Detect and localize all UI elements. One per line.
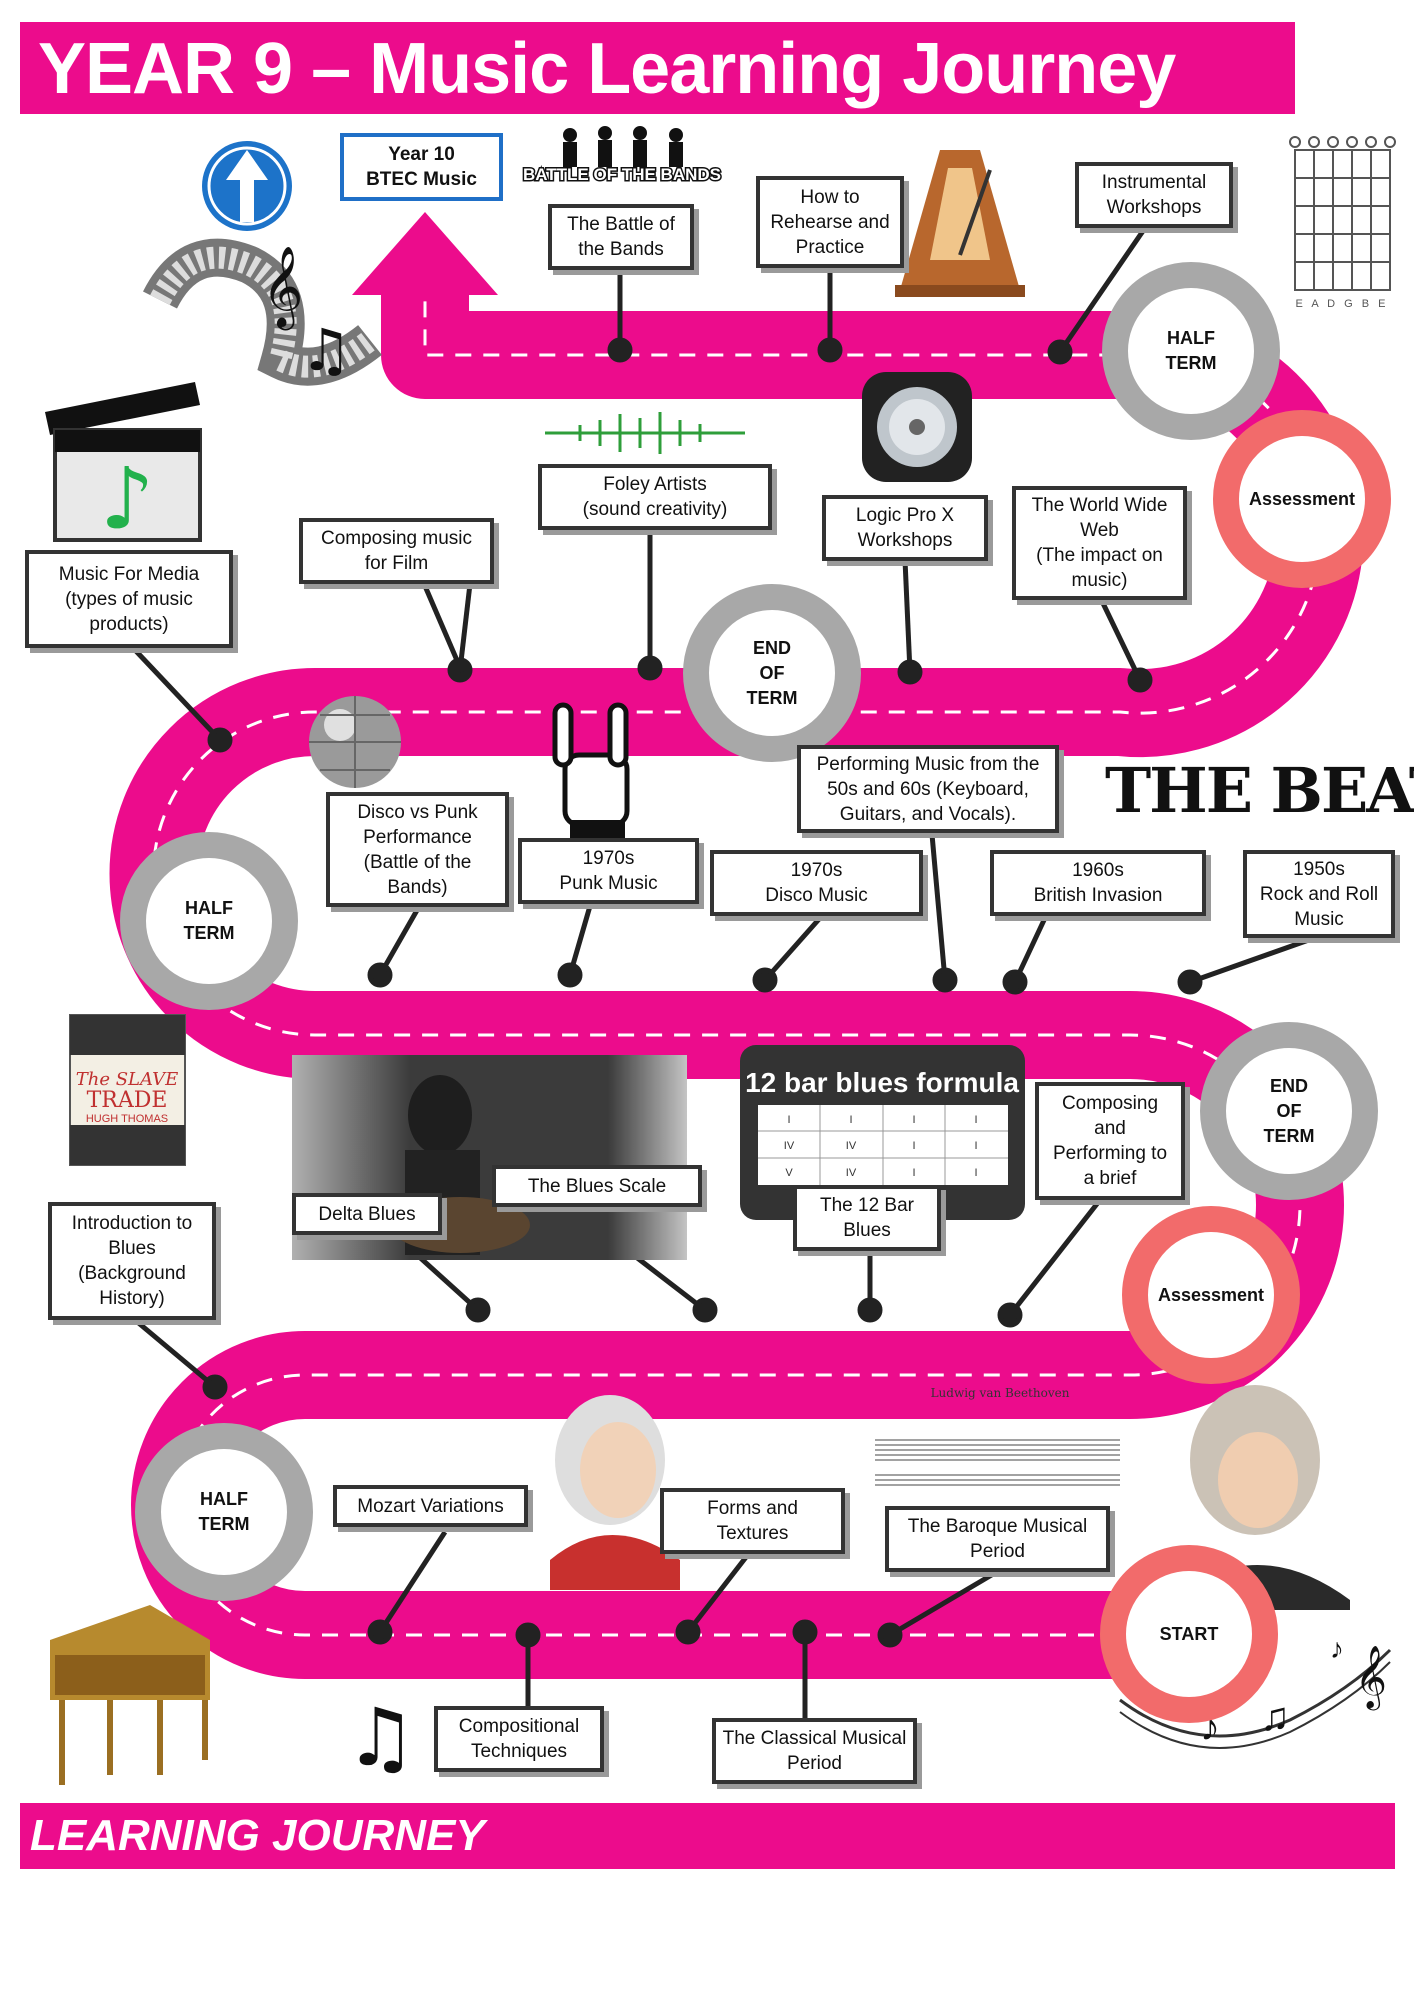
topic-blues-scale: The Blues Scale	[492, 1165, 702, 1207]
footer-label: LEARNING JOURNEY	[30, 1811, 485, 1860]
topic-composing-to-brief: Composing and Performing to a brief	[1035, 1082, 1185, 1200]
blues-chord-cell: I	[974, 1167, 977, 1179]
harpsichord-icon	[50, 1605, 210, 1785]
chord-chart-icon	[1289, 136, 1396, 291]
blues-chord-cell: I	[787, 1114, 790, 1126]
topic-performing-50s-60s: Performing Music from the 50s and 60s (K…	[797, 745, 1059, 833]
svg-text:♪: ♪	[1330, 1633, 1344, 1664]
slave-trade-book: The SLAVE TRADE HUGH THOMAS	[69, 1014, 186, 1166]
topic-1970s-punk: 1970s Punk Music	[518, 838, 699, 904]
svg-text:𝄞: 𝄞	[1355, 1647, 1387, 1711]
score-composer: Ludwig van Beethoven	[931, 1386, 1070, 1400]
topic-year10-btec: Year 10 BTEC Music	[340, 133, 503, 201]
blues-chord-cell: I	[912, 1167, 915, 1179]
topic-battle-of-the-bands: The Battle of the Bands	[548, 204, 694, 270]
beatles-logo: THE BEATLES	[1105, 754, 1414, 827]
topic-baroque-period: The Baroque Musical Period	[885, 1506, 1110, 1572]
topic-1970s-disco: 1970s Disco Music	[710, 850, 923, 916]
blues-chord-cell: IV	[846, 1167, 857, 1179]
topic-disco-vs-punk: Disco vs Punk Performance (Battle of the…	[326, 792, 509, 907]
topic-logic-pro: Logic Pro X Workshops	[822, 495, 988, 561]
battle-of-the-bands-logo: BATTLE OF THE BANDS	[521, 125, 723, 195]
topic-12-bar-blues: The 12 Bar Blues	[793, 1185, 941, 1251]
topic-1960s-british-invasion: 1960s British Invasion	[990, 850, 1206, 916]
metronome-icon	[895, 150, 1025, 297]
blues-chord-cell: V	[785, 1167, 793, 1179]
svg-text:𝄞: 𝄞	[262, 245, 303, 330]
svg-text:HUGH THOMAS: HUGH THOMAS	[86, 1113, 168, 1125]
blues-chord-cell: IV	[784, 1140, 795, 1152]
half-term-ring: HALF TERM	[135, 1423, 313, 1601]
music-staff-swirl-icon: ♪ ♫ 𝄞 ♪	[1119, 1633, 1392, 1749]
arrow-up-icon	[202, 141, 292, 231]
beatles-text: THE BEATLES	[1105, 754, 1414, 827]
blues-chord-cell: I	[912, 1140, 915, 1152]
svg-text:TRADE: TRADE	[87, 1088, 168, 1113]
end-of-term-ring: END OF TERM	[683, 584, 861, 762]
half-term-ring: HALF TERM	[1102, 262, 1280, 440]
mozart-portrait	[550, 1395, 680, 1590]
topic-delta-blues: Delta Blues	[292, 1193, 442, 1235]
footer-banner: LEARNING JOURNEY	[20, 1803, 1395, 1869]
film-reel-notes-icon: 𝄞 ♫	[143, 238, 382, 386]
title-banner: YEAR 9 – Music Learning Journey	[20, 22, 1295, 114]
page-title: YEAR 9 – Music Learning Journey	[38, 29, 1176, 109]
topic-instrumental-workshops: Instrumental Workshops	[1075, 162, 1233, 228]
battle-logo-text: BATTLE OF THE BANDS	[523, 165, 721, 184]
topic-composing-film: Composing music for Film	[299, 518, 494, 584]
road	[109, 212, 1364, 1679]
chord-strings-label: E A D G B E	[1296, 298, 1389, 310]
assessment-ring: Assessment	[1122, 1206, 1300, 1384]
blues-chord-cell: I	[912, 1114, 915, 1126]
logic-pro-icon	[862, 372, 972, 482]
start-ring: START	[1100, 1545, 1278, 1723]
svg-text:♫: ♫	[1260, 1695, 1290, 1739]
topic-forms-and-textures: Forms and Textures	[660, 1488, 845, 1554]
topic-world-wide-web: The World Wide Web (The impact on music)	[1012, 486, 1187, 600]
topic-compositional-techniques: Compositional Techniques	[434, 1706, 604, 1772]
blues-chord-cell: IV	[846, 1140, 857, 1152]
end-of-term-ring: END OF TERM	[1200, 1022, 1378, 1200]
blues-chord-cell: I	[974, 1114, 977, 1126]
beamed-notes-icon: ♫	[345, 1691, 417, 1784]
topic-rehearse-practice: How to Rehearse and Practice	[756, 176, 904, 268]
topic-foley-artists: Foley Artists (sound creativity)	[538, 464, 772, 530]
half-term-ring: HALF TERM	[120, 832, 298, 1010]
blues-chord-cell: I	[974, 1140, 977, 1152]
blues-chord-cell: I	[849, 1114, 852, 1126]
topic-classical-period: The Classical Musical Period	[712, 1718, 917, 1784]
topic-mozart-variations: Mozart Variations	[333, 1485, 528, 1527]
sound-wave-icon	[545, 412, 745, 454]
rock-hand-icon	[552, 702, 630, 838]
disco-ball-icon	[309, 696, 401, 788]
clapperboard-icon: ♪	[45, 382, 202, 549]
topic-music-for-media: Music For Media (types of music products…	[25, 550, 233, 648]
topic-introduction-to-blues: Introduction to Blues (Background Histor…	[48, 1202, 216, 1320]
svg-text:♫: ♫	[300, 316, 352, 384]
topic-1950s-rock-and-roll: 1950s Rock and Roll Music	[1243, 850, 1395, 938]
assessment-ring: Assessment	[1213, 410, 1391, 588]
blues-card-title: 12 bar blues formula	[745, 1067, 1019, 1098]
beethoven-score: Ludwig van Beethoven	[875, 1386, 1120, 1486]
svg-text:♪: ♪	[100, 450, 154, 549]
svg-text:The SLAVE: The SLAVE	[76, 1069, 179, 1090]
